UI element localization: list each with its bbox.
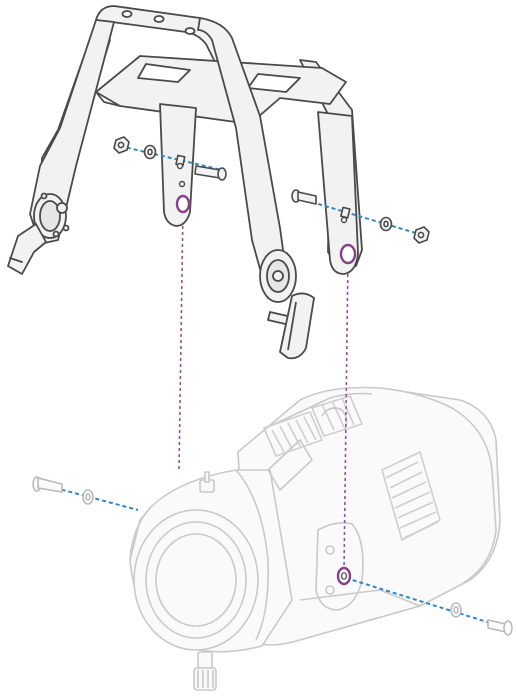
top-knob xyxy=(199,471,215,493)
left-side-bolt xyxy=(32,476,94,505)
cooling-fins xyxy=(381,451,441,541)
guide-right xyxy=(343,255,349,573)
left-tab-hole xyxy=(175,194,191,214)
square-nut-icon xyxy=(340,206,351,219)
right-tab-hole xyxy=(339,243,357,265)
yoke-front-left-arm xyxy=(29,19,115,245)
yoke-right-tab xyxy=(317,111,359,275)
right-pivot-hub xyxy=(259,249,297,303)
lens-barrel xyxy=(129,469,293,653)
axis-right-arm xyxy=(297,197,427,237)
right-arm-hardware xyxy=(291,189,430,244)
alignment-guides xyxy=(178,207,349,573)
bolt-icon xyxy=(291,189,317,205)
top-vent xyxy=(263,395,363,457)
left-arm-hardware xyxy=(113,136,227,181)
left-clamp-lever xyxy=(7,223,47,275)
guide-left xyxy=(178,207,184,471)
right-side-bolt xyxy=(450,602,513,636)
yoke-bracket xyxy=(7,5,363,303)
left-pivot-hub xyxy=(33,192,70,239)
assembly-axes xyxy=(47,145,501,627)
focus-knob xyxy=(193,651,217,691)
axis-body-left xyxy=(47,485,139,511)
fixture-body xyxy=(129,386,501,691)
bolt-icon xyxy=(194,165,227,181)
axis-body-right xyxy=(345,577,501,627)
yoke-mount-holes xyxy=(175,194,357,265)
side-mount-plate xyxy=(315,522,364,611)
tilt-lock-knob xyxy=(267,292,315,360)
axis-left-arm xyxy=(119,145,223,171)
